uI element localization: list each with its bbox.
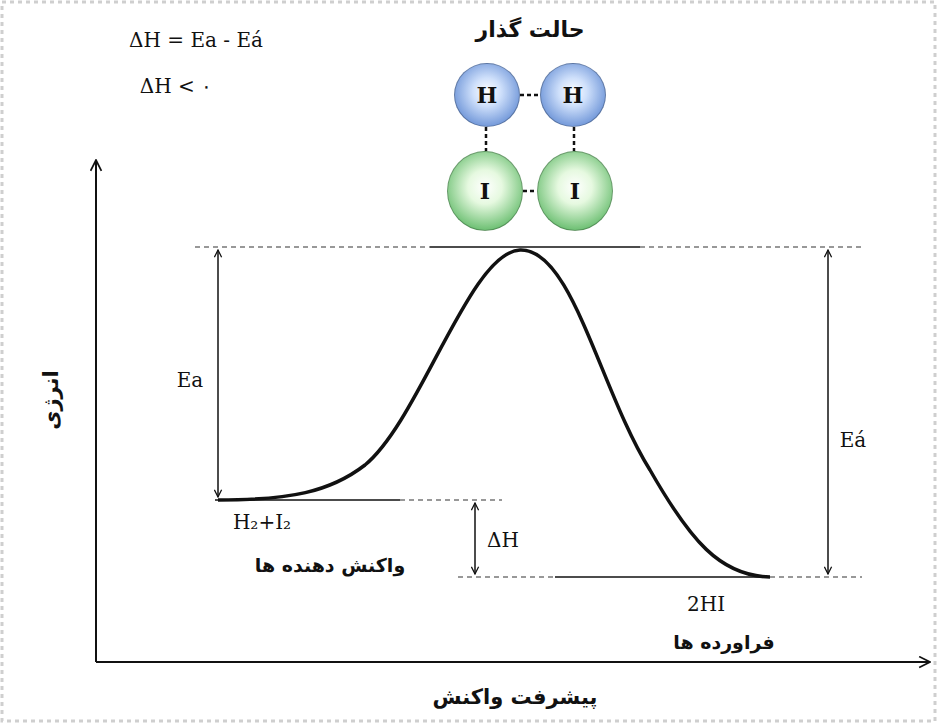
- peak-level: [430, 246, 640, 247]
- hydrogen-atom: H: [540, 63, 606, 127]
- atom-symbol: H: [563, 84, 584, 106]
- reactant-level: [400, 499, 502, 500]
- delta-h-arrow: [474, 503, 476, 574]
- energy-curve: [218, 250, 770, 577]
- iodine-atom: I: [537, 151, 613, 231]
- product-level: [555, 576, 770, 577]
- dimension-label: ΔH: [487, 529, 519, 551]
- partial-bond: [573, 127, 576, 151]
- iodine-atom: I: [447, 151, 523, 231]
- atom-symbol: H: [477, 84, 498, 106]
- dimension-label: Ea: [177, 369, 204, 391]
- condition: ΔH < ۰: [140, 75, 212, 97]
- axis-title: پیشرفت واکنش: [433, 686, 598, 709]
- dimension-label: Eá: [840, 429, 867, 451]
- ea-arrow: [217, 250, 219, 497]
- x-axis: [96, 661, 930, 663]
- y-axis: [95, 160, 97, 662]
- peak-level: [195, 246, 430, 247]
- product-level: [458, 576, 555, 577]
- ea-reverse-arrow: [827, 250, 829, 574]
- peak-level: [640, 246, 862, 247]
- axis-title: انرژی: [40, 370, 63, 429]
- axis-note: فراورده ها: [673, 632, 774, 653]
- atom-symbol: I: [570, 180, 580, 202]
- product-level: [770, 576, 862, 577]
- atom-symbol: I: [480, 180, 490, 202]
- partial-bond: [523, 190, 537, 193]
- axis-note: واکنش دهنده ها: [255, 555, 405, 576]
- hydrogen-atom: H: [454, 63, 520, 127]
- heading: حالت گذار: [475, 18, 584, 42]
- partial-bond: [485, 127, 488, 151]
- partial-bond: [520, 94, 540, 97]
- formula: H₂+I₂: [233, 511, 291, 533]
- equation: ΔH = Ea - Eá: [129, 29, 263, 51]
- formula: 2HI: [687, 593, 725, 615]
